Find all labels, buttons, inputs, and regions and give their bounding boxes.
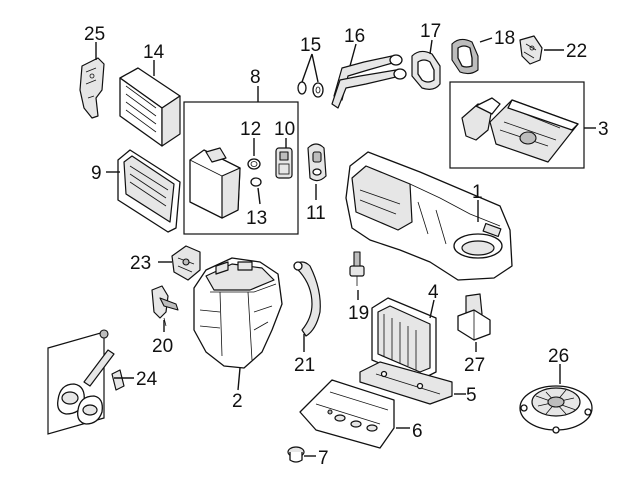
part-5-bracket xyxy=(359,361,453,405)
callout-27: 27 xyxy=(464,355,485,376)
callout-14: 14 xyxy=(143,42,165,63)
part-19-temp-sensor xyxy=(349,251,365,286)
part-20-sensor xyxy=(151,285,179,327)
part-1-hvac-housing xyxy=(345,151,513,281)
part-7-grommet xyxy=(287,446,305,463)
part-25-bracket xyxy=(79,57,105,119)
callout-11: 11 xyxy=(306,203,326,224)
kit-3-frame xyxy=(449,81,585,169)
kit-24-frame xyxy=(47,331,105,435)
part-11-switch xyxy=(307,143,327,182)
callout-7: 7 xyxy=(318,448,329,469)
callout-4: 4 xyxy=(428,282,439,303)
callout-19: 19 xyxy=(348,303,369,324)
part-10-valve xyxy=(275,147,293,179)
callout-26: 26 xyxy=(548,346,569,367)
callout-5: 5 xyxy=(466,385,477,406)
leader-15 xyxy=(301,53,319,83)
callout-21: 21 xyxy=(294,355,315,376)
part-24-actuators xyxy=(57,329,125,425)
leader-13 xyxy=(257,187,261,205)
callout-2: 2 xyxy=(232,391,243,412)
callout-25: 25 xyxy=(84,24,105,45)
callout-13: 13 xyxy=(246,208,267,229)
leader-2 xyxy=(237,367,241,391)
leader-18 xyxy=(479,37,493,43)
callout-6: 6 xyxy=(412,421,423,442)
part-16-refrigerant-tube xyxy=(331,54,407,109)
part-8-expansion-block xyxy=(189,147,241,219)
callout-1: 1 xyxy=(472,182,483,203)
part-15-clips xyxy=(297,81,324,98)
callout-3: 3 xyxy=(598,119,609,140)
callout-12: 12 xyxy=(240,119,261,140)
part-2-heater-housing xyxy=(193,257,283,369)
part-26-blower-motor xyxy=(519,385,593,434)
callout-22: 22 xyxy=(566,41,587,62)
part-13-oring xyxy=(250,177,262,187)
kit-8-frame xyxy=(183,101,299,235)
callout-9: 9 xyxy=(91,163,102,184)
part-12-oring xyxy=(247,158,261,170)
callout-10: 10 xyxy=(274,119,295,140)
callout-23: 23 xyxy=(130,253,151,274)
leader-16 xyxy=(349,43,357,67)
leader-4 xyxy=(429,299,435,319)
part-23-module xyxy=(171,245,201,281)
callout-24: 24 xyxy=(136,369,158,390)
part-17-gasket xyxy=(411,50,441,90)
part-6-base-plate xyxy=(299,379,395,449)
callout-8: 8 xyxy=(250,67,261,88)
callout-18: 18 xyxy=(494,28,515,49)
leader-17 xyxy=(429,39,433,55)
part-27-switch xyxy=(457,293,491,341)
callout-17: 17 xyxy=(420,21,441,42)
part-18-seal xyxy=(451,38,479,75)
part-22-sensor xyxy=(519,35,543,65)
part-4-heater-core xyxy=(371,297,437,381)
callout-15: 15 xyxy=(300,35,321,56)
part-9-filter xyxy=(117,149,181,233)
part-21-drain-hose xyxy=(293,261,321,337)
callout-16: 16 xyxy=(344,26,365,47)
part-3-actuator-assembly xyxy=(461,97,579,163)
callout-20: 20 xyxy=(152,336,173,357)
part-14-evaporator xyxy=(119,67,181,147)
